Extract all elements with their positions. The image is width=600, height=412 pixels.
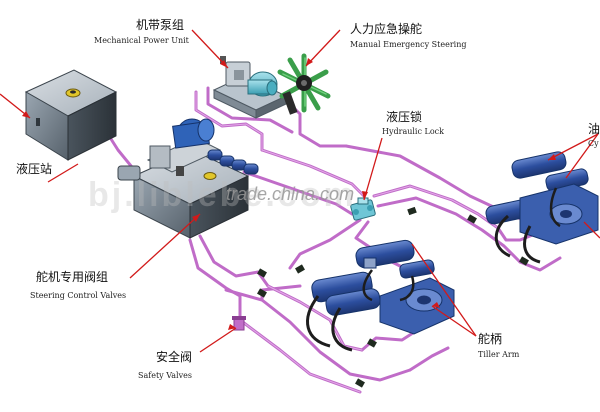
pipe-fittings: [257, 206, 529, 388]
label-steering-valves-cn: 舵机专用阀组: [36, 270, 109, 284]
pointer-lines: [0, 29, 600, 353]
label-hydraulic-lock-cn: 液压锁: [386, 110, 423, 124]
pointer-mech-unit: [191, 29, 229, 69]
hydraulic-lock: [350, 197, 376, 221]
pipe-mech-unit-return: [206, 86, 294, 134]
label-cylinder-en-partial: Cy: [588, 139, 599, 148]
label-safety-valves-cn: 安全阀: [156, 350, 193, 364]
pipe-right-feed-1: [496, 226, 542, 242]
pointer-cylinder-1: [547, 133, 599, 161]
pointer-tiller-left: [431, 305, 477, 337]
label-hydraulic-lock-en: Hydraulic Lock: [382, 127, 444, 136]
pointer-manual-steering: [305, 29, 341, 67]
pointer-tiller-right: [411, 243, 477, 337]
label-cylinder-cn-partial: 油: [588, 122, 600, 136]
mechanical-power-unit: [212, 56, 288, 119]
label-safety-valves-en: Safety Valves: [138, 371, 192, 380]
label-mechanical-power-unit-en: Mechanical Power Unit: [94, 36, 189, 45]
pointer-valve-group: [129, 213, 201, 279]
pipe-right-feed-2: [518, 256, 562, 272]
pipe-tiller-2: [408, 346, 450, 372]
pointer-hydraulic-lock: [363, 137, 383, 201]
pointer-safety-valve: [199, 327, 237, 353]
lower-tiller-assembly: [306, 239, 455, 352]
pipe-valves-down-2: [188, 238, 242, 322]
hydraulic-power-station: [24, 69, 118, 161]
watermark-faint: bj.liblebe.com: [88, 176, 357, 214]
label-manual-steering-cn: 人力应急操舵: [350, 22, 423, 36]
label-steering-valves-en: Steering Control Valves: [30, 291, 127, 300]
pointer-tiller-edge: [583, 221, 600, 239]
pipe-to-lock-lower: [242, 170, 354, 216]
pipe-lock-lower-1: [288, 218, 362, 270]
pipe-lock-right-2: [376, 196, 522, 264]
pipe-lower-run-2: [260, 298, 412, 382]
steering-valve-group: [117, 118, 259, 239]
pipe-highlights: [195, 91, 499, 393]
safety-valve: [232, 316, 246, 331]
label-mechanical-power-unit-cn: 机带泵组: [136, 18, 185, 32]
pipe-valves-down-1: [198, 234, 270, 288]
label-tiller-arm-cn: 舵柄: [478, 332, 503, 346]
label-power-station-cn: 液压站: [16, 162, 53, 176]
manual-steering-wheel: [277, 53, 331, 115]
pointer-cylinder-2: [565, 133, 599, 179]
label-manual-steering-en: Manual Emergency Steering: [350, 40, 467, 49]
watermark-main: trade.china.com: [226, 184, 355, 204]
pointer-station-label: [47, 163, 79, 183]
label-tiller-arm-en: Tiller Arm: [478, 350, 520, 359]
pointer-arrowheads: [22, 58, 556, 330]
